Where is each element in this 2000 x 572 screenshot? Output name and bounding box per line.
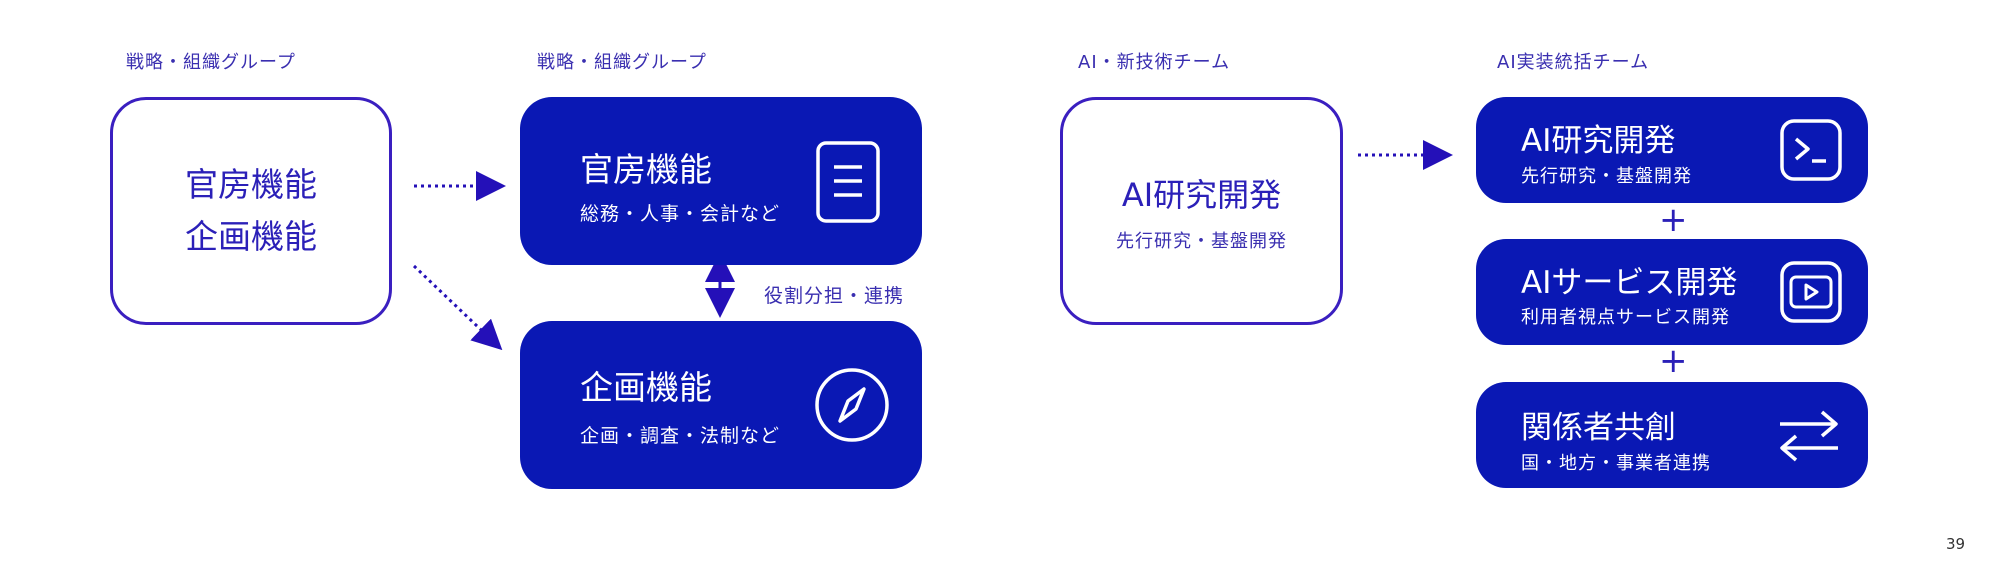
exchange-arrows-icon	[1780, 410, 1838, 462]
group-label-strategy-right: 戦略・組織グループ	[537, 52, 707, 73]
group-label-ai-implementation: AI実装統括チーム	[1497, 52, 1650, 73]
plus-sign-1: +	[1659, 200, 1688, 240]
arrow-to-kikaku	[412, 264, 503, 351]
ai-rd-title: AI研究開発	[1521, 123, 1676, 159]
kikaku-subtitle: 企画・調査・法制など	[580, 425, 781, 447]
ai-service-subtitle: 利用者視点サービス開発	[1521, 307, 1730, 328]
terminal-icon	[1780, 119, 1842, 181]
group-label-strategy-left: 戦略・組織グループ	[126, 52, 296, 73]
combined-box-line2: 企画機能	[185, 217, 317, 256]
combined-box-line1: 官房機能	[185, 165, 317, 204]
stakeholder-title: 関係者共創	[1521, 410, 1676, 446]
ai-rd-outline-box: AI研究開発 先行研究・基盤開発	[1060, 97, 1343, 325]
kanbo-box: 官房機能 総務・人事・会計など	[520, 97, 922, 265]
ai-rd-subtitle: 先行研究・基盤開発	[1521, 166, 1692, 187]
play-icon	[1780, 261, 1842, 323]
ai-rd-box: AI研究開発 先行研究・基盤開発	[1476, 97, 1868, 203]
page-number: 39	[1946, 535, 1966, 553]
kanbo-subtitle: 総務・人事・会計など	[580, 203, 781, 225]
ai-service-title: AIサービス開発	[1521, 265, 1738, 301]
document-icon	[816, 141, 880, 223]
kikaku-box: 企画機能 企画・調査・法制など	[520, 321, 922, 489]
ai-rd-outline-subtitle: 先行研究・基盤開発	[1116, 231, 1287, 252]
combined-functions-box: 官房機能 企画機能	[110, 97, 392, 325]
stakeholder-subtitle: 国・地方・事業者連携	[1521, 453, 1711, 474]
stakeholder-box: 関係者共創 国・地方・事業者連携	[1476, 382, 1868, 488]
compass-icon	[815, 368, 889, 442]
kikaku-title: 企画機能	[580, 368, 712, 407]
kanbo-title: 官房機能	[580, 150, 712, 189]
ai-rd-outline-title: AI研究開発	[1121, 176, 1282, 214]
group-label-ai-newtech: AI・新技術チーム	[1078, 52, 1231, 73]
ai-service-box: AIサービス開発 利用者視点サービス開発	[1476, 239, 1868, 345]
relation-label: 役割分担・連携	[764, 285, 905, 307]
plus-sign-2: +	[1659, 341, 1688, 381]
